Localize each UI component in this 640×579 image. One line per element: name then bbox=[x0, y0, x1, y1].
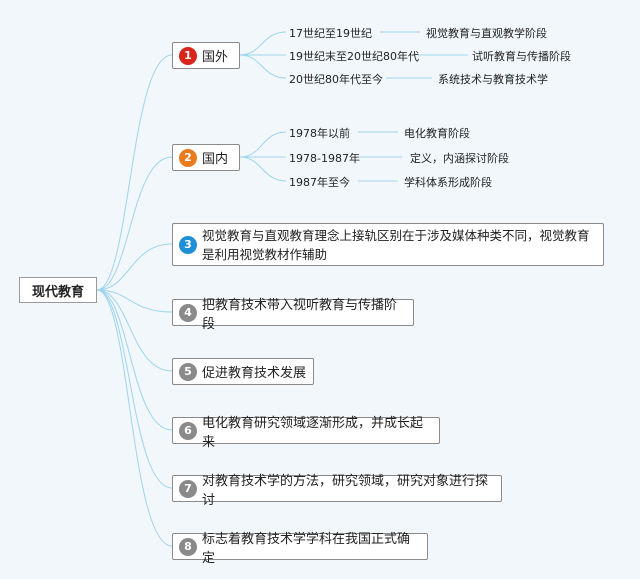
badge-3: 3 bbox=[179, 235, 197, 254]
b1-c3-right: 系统技术与教育技术学 bbox=[438, 73, 548, 86]
branch-1-label: 国外 bbox=[202, 50, 229, 65]
b2-c1-left: 1978年以前 bbox=[289, 127, 350, 140]
branch-3-label: 视觉教育与直观教育理念上接轨区别在于涉及媒体种类不同，视觉教育是利用视觉教材作辅… bbox=[202, 227, 590, 262]
connector-root-b1 bbox=[96, 54, 173, 291]
connector-root-b5 bbox=[96, 289, 173, 372]
connector-root-b8 bbox=[96, 289, 173, 547]
badge-2: 2 bbox=[179, 148, 197, 167]
connector-root-b4 bbox=[96, 289, 173, 313]
branch-6-label: 电化教育研究领域逐渐形成，并成长起来 bbox=[202, 415, 424, 450]
branch-1-node[interactable]: 1 国外 bbox=[172, 42, 240, 69]
b2-c2-left: 1978-1987年 bbox=[289, 152, 360, 165]
badge-5: 5 bbox=[179, 362, 197, 381]
branch-5-node[interactable]: 5 促进教育技术发展 bbox=[172, 358, 314, 385]
branch-4-node[interactable]: 4 把教育技术带入视听教育与传播阶段 bbox=[172, 298, 414, 332]
connector-root-b6 bbox=[96, 289, 173, 431]
connector-b2-c3 bbox=[239, 156, 287, 182]
branch-8-node[interactable]: 8 标志着教育技术学学科在我国正式确定 bbox=[172, 532, 428, 566]
b1-c1-left: 17世纪至19世纪 bbox=[289, 27, 372, 40]
branch-3-node[interactable]: 3 视觉教育与直观教育理念上接轨区别在于涉及媒体种类不同，视觉教育是利用视觉教材… bbox=[172, 223, 604, 266]
badge-1: 1 bbox=[179, 46, 197, 65]
branch-6-node[interactable]: 6 电化教育研究领域逐渐形成，并成长起来 bbox=[172, 416, 440, 450]
branch-8-label: 标志着教育技术学学科在我国正式确定 bbox=[202, 531, 411, 566]
branch-5-label: 促进教育技术发展 bbox=[202, 366, 307, 381]
b1-c3-left: 20世纪80年代至今 bbox=[289, 73, 383, 86]
branch-4-label: 把教育技术带入视听教育与传播阶段 bbox=[202, 297, 398, 332]
connector-b1-c1 bbox=[239, 31, 287, 56]
connector-root-b2 bbox=[96, 156, 173, 291]
connector-b2-c1 bbox=[239, 131, 287, 158]
b1-c2-left: 19世纪末至20世纪80年代 bbox=[289, 50, 419, 63]
branch-2-label: 国内 bbox=[202, 152, 229, 167]
badge-8: 8 bbox=[179, 537, 197, 556]
branch-2-node[interactable]: 2 国内 bbox=[172, 144, 240, 171]
connector-root-b7 bbox=[96, 289, 173, 489]
connector-b1-c3 bbox=[239, 54, 287, 79]
b1-c2-right: 试听教育与传播阶段 bbox=[472, 50, 571, 63]
badge-6: 6 bbox=[179, 421, 197, 440]
b1-c1-right: 视觉教育与直观教学阶段 bbox=[426, 27, 547, 40]
b2-c2-right: 定义，内涵探讨阶段 bbox=[410, 152, 509, 165]
connector-root-b3 bbox=[96, 243, 173, 291]
branch-7-label: 对教育技术学的方法，研究领域，研究对象进行探讨 bbox=[202, 473, 489, 508]
b2-c3-left: 1987年至今 bbox=[289, 176, 350, 189]
b2-c1-right: 电化教育阶段 bbox=[404, 127, 470, 140]
badge-7: 7 bbox=[179, 479, 197, 498]
b2-c3-right: 学科体系形成阶段 bbox=[404, 176, 492, 189]
root-label: 现代教育 bbox=[31, 284, 84, 300]
badge-4: 4 bbox=[179, 303, 197, 322]
root-node[interactable]: 现代教育 bbox=[19, 277, 97, 303]
branch-7-node[interactable]: 7 对教育技术学的方法，研究领域，研究对象进行探讨 bbox=[172, 474, 502, 508]
